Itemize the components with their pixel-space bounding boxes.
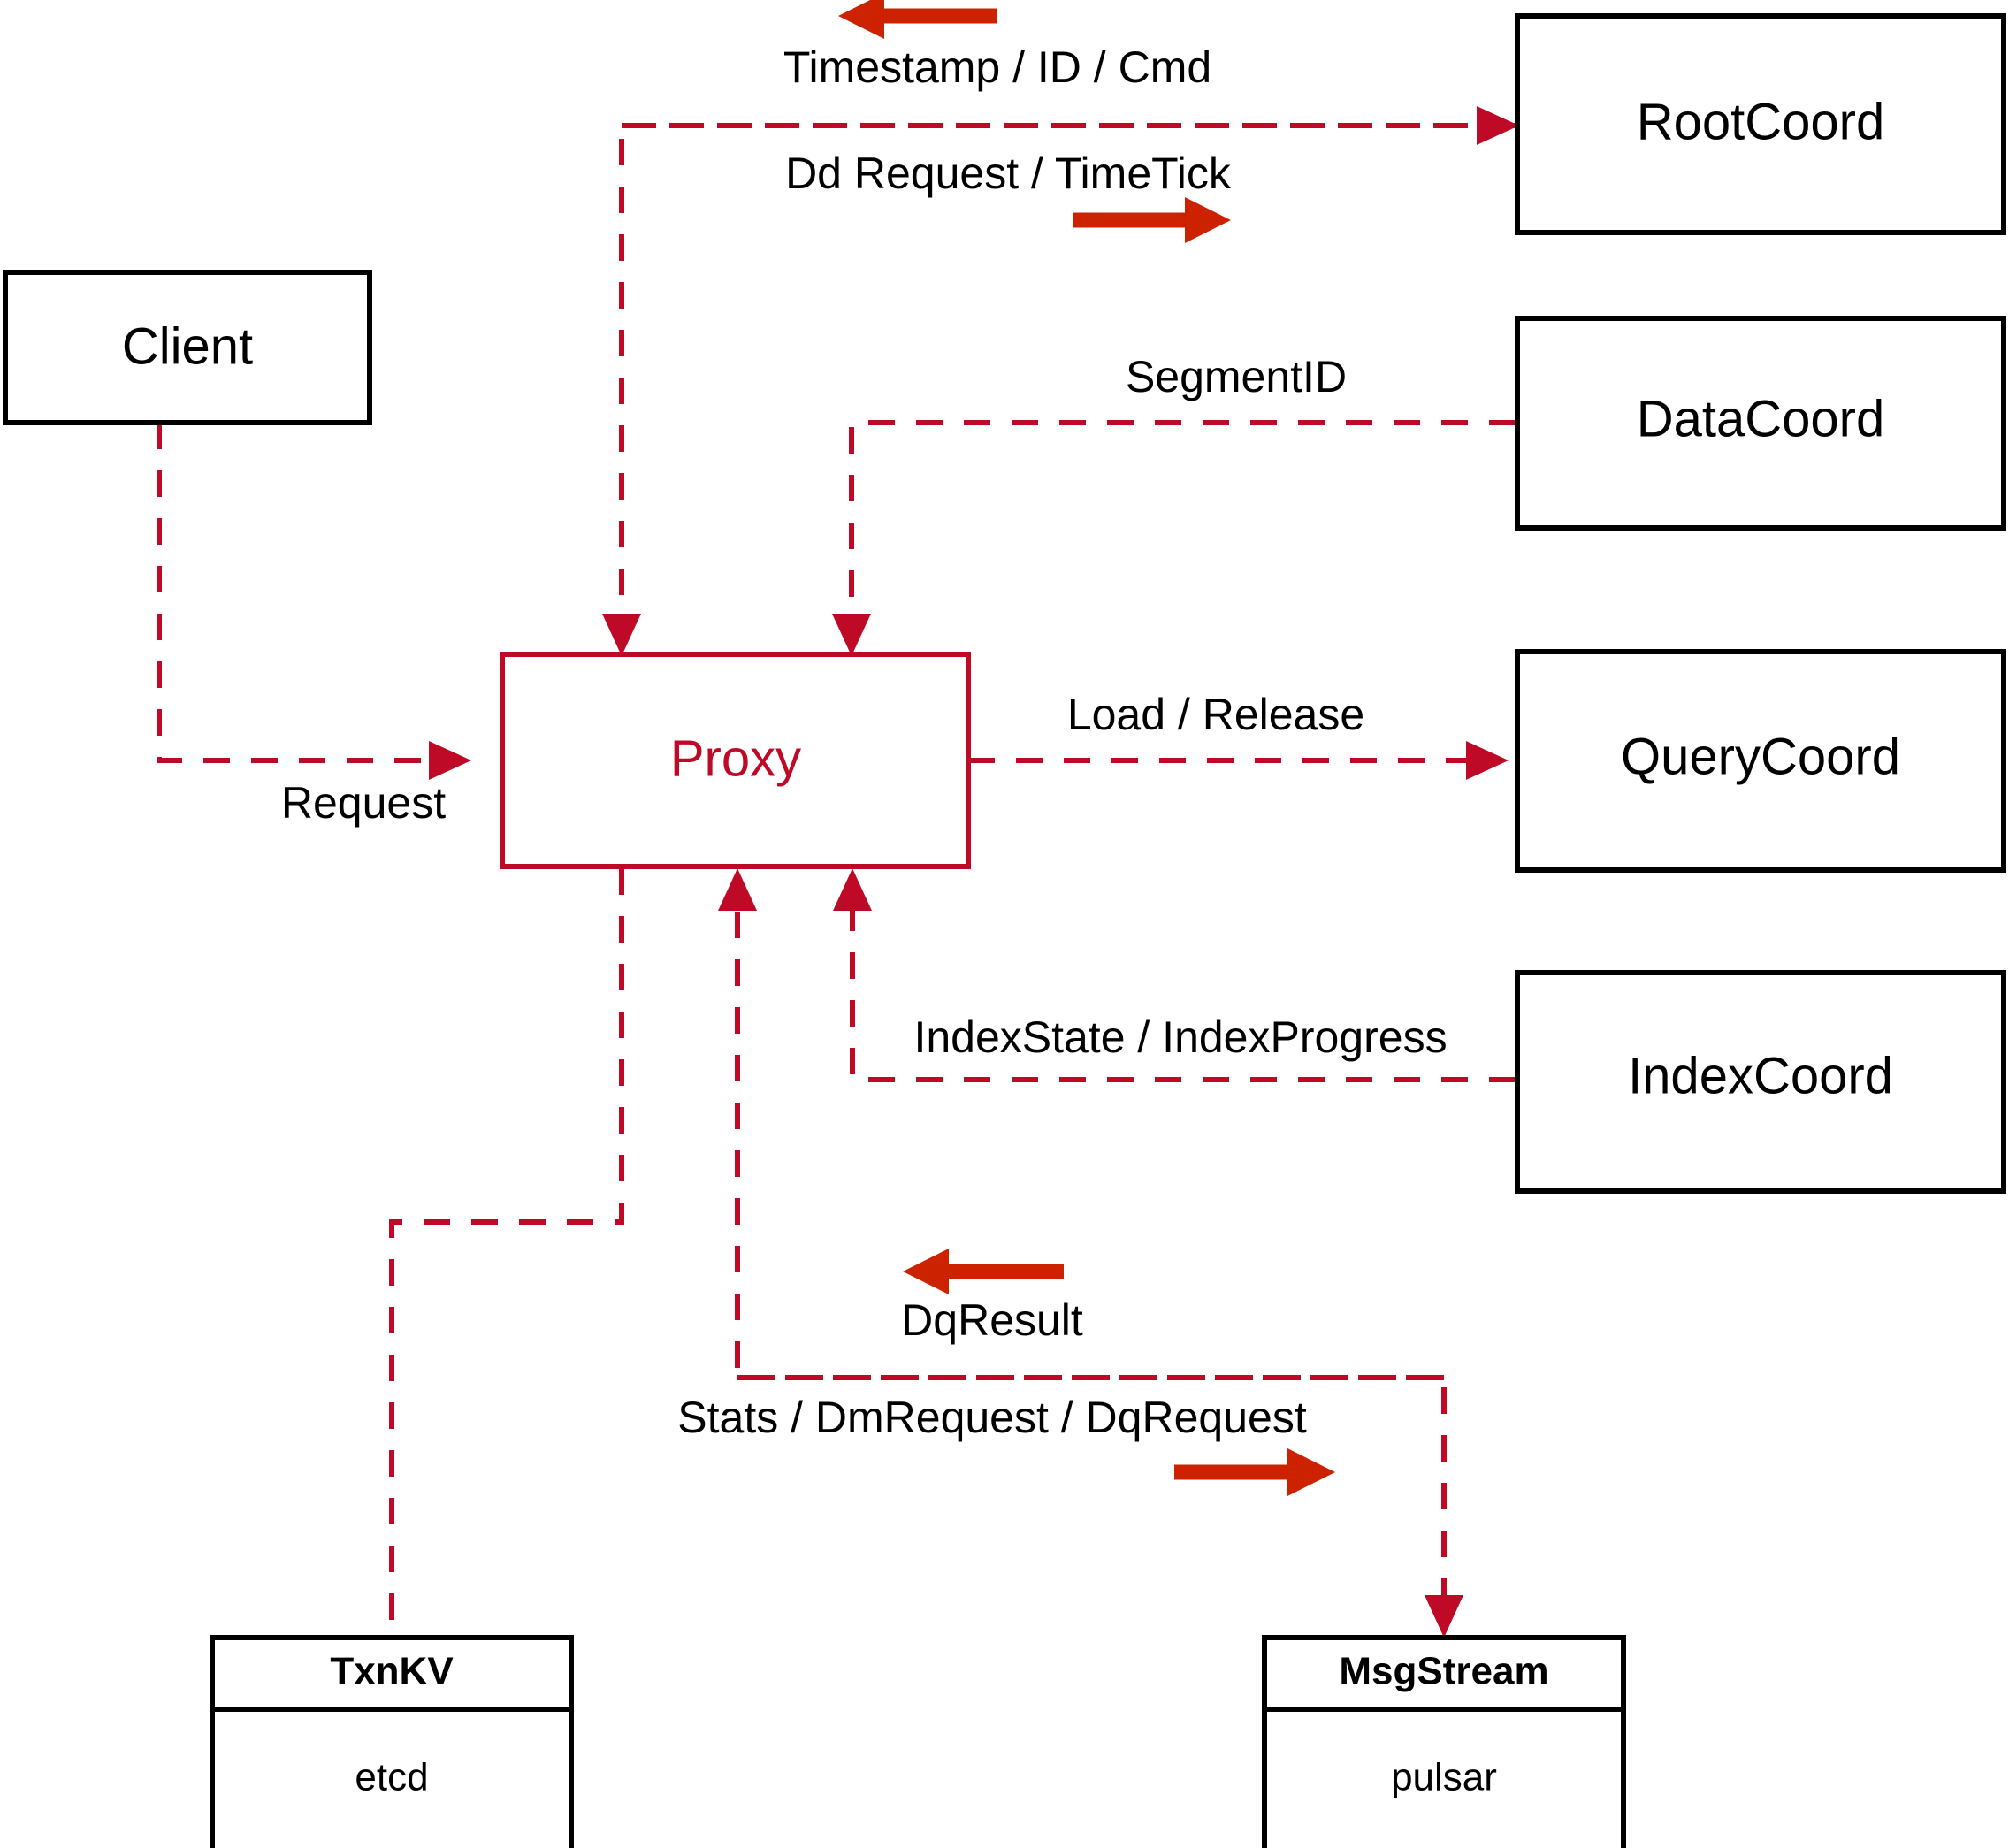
proxy-label: Proxy [670,729,801,787]
node-proxy[interactable]: Proxy [500,652,971,869]
edge-label-msgstream-request: Stats / DmRequest / DqRequest [677,1393,1307,1442]
edge-msgstream-result [718,868,1444,1380]
direction-arrow-right-dqrequest [1174,1448,1335,1496]
edge-label-data-coord-segmentid: SegmentID [1126,352,1347,401]
node-msgstream[interactable]: MsgStream pulsar [1262,1635,1626,1848]
edge-root-coord-request [622,106,1519,145]
edge-label-query-coord-load: Load / Release [1067,690,1364,739]
node-client[interactable]: Client [3,270,372,425]
edge-index-coord-state [833,868,1516,1082]
root-coord-label: RootCoord [1637,93,1884,150]
edge-label-index-coord-state: IndexState / IndexProgress [913,1012,1447,1062]
client-label: Client [122,317,253,375]
query-coord-label: QueryCoord [1621,728,1900,785]
txnkv-impl-label: etcd [355,1756,428,1799]
index-coord-label: IndexCoord [1628,1047,1893,1104]
edge-label-client-request: Request [281,778,446,828]
node-data-coord[interactable]: DataCoord [1515,316,2006,531]
edge-label-root-coord-request: Dd Request / TimeTick [785,149,1232,198]
edge-data-coord-segmentid [832,420,1516,656]
edge-msgstream-request [737,1375,1463,1638]
node-txnkv[interactable]: TxnKV etcd [210,1635,574,1848]
direction-arrow-left-dqresult [903,1249,1064,1294]
edge-label-msgstream-result: DqResult [901,1295,1083,1345]
txnkv-label: TxnKV [330,1650,454,1693]
msgstream-label: MsgStream [1339,1650,1548,1693]
edge-root-coord-response [602,123,1516,656]
node-index-coord[interactable]: IndexCoord [1515,970,2006,1194]
node-root-coord[interactable]: RootCoord [1515,13,2006,235]
edge-client-request [157,423,471,780]
direction-arrow-right-ddrequest [1073,197,1231,243]
data-coord-label: DataCoord [1637,390,1884,447]
edge-txnkv-link [389,868,624,1638]
direction-arrow-left-timestamp [838,0,997,39]
edge-label-root-coord-response: Timestamp / ID / Cmd [783,42,1211,92]
msgstream-impl-label: pulsar [1391,1756,1497,1799]
node-query-coord[interactable]: QueryCoord [1515,649,2006,873]
edge-query-coord-load [968,741,1509,780]
